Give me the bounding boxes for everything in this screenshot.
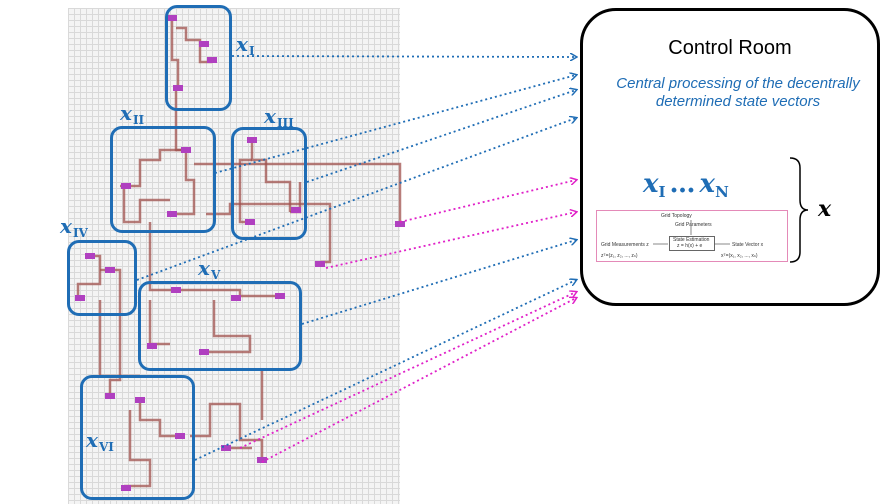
state-vector-range: xI…xN (643, 169, 729, 201)
arrow-region-3 (306, 90, 576, 183)
arrow-node-3 (239, 292, 576, 449)
grid-parameters-label: Grid Parameters (675, 222, 712, 228)
region-4-label: xIV (60, 214, 88, 240)
feeder-line (250, 140, 292, 212)
state-vector-label: State Vector x (732, 242, 764, 248)
bus-node (85, 253, 95, 259)
bus-nodes (75, 15, 405, 491)
feeder-line (148, 222, 176, 292)
total-state-vector: x (818, 196, 832, 222)
region-6-box (80, 375, 195, 500)
bus-node (221, 445, 231, 451)
bus-node (121, 183, 131, 189)
state-vector-formula: xᵀ=(x₁, x₂, ..., xₙ) (721, 253, 758, 259)
feeder-line (108, 290, 122, 398)
region-3-box (231, 127, 307, 240)
region-4-box (67, 240, 137, 316)
feeder-line (194, 162, 402, 224)
bus-node (135, 397, 145, 403)
bus-node (121, 485, 131, 491)
feeder-line (138, 400, 180, 438)
bus-node (175, 433, 185, 439)
bus-node (275, 293, 285, 299)
bus-node (171, 287, 181, 293)
feeder-line (122, 186, 170, 224)
bus-node (173, 85, 183, 91)
arrow-region-2 (214, 75, 576, 174)
grid-map-background (68, 8, 400, 504)
estimation-flow-arrows (653, 220, 730, 245)
region-5-box (138, 281, 302, 371)
feeder-line (176, 150, 196, 216)
region-1-label: xI (236, 32, 255, 58)
bus-node (105, 267, 115, 273)
bus-node (147, 343, 157, 349)
bus-node (395, 221, 405, 227)
bus-node (105, 393, 115, 399)
state-estimation-diagram: Grid Topology Grid Parameters Grid Measu… (596, 210, 788, 262)
estimation-equation: z = h(x) + e (677, 243, 703, 249)
arrow-region-1 (231, 56, 576, 57)
bus-node (245, 219, 255, 225)
feeder-line (76, 254, 102, 300)
state-estimation-label: State Estimation (673, 237, 710, 243)
bus-node (199, 41, 209, 47)
bus-node (291, 207, 301, 213)
bus-node (231, 295, 241, 301)
region-1-box (165, 5, 232, 111)
region-6-label: xVI (86, 428, 114, 454)
bus-node (167, 211, 177, 217)
right-brace (789, 157, 809, 263)
region-5-label: xV (198, 256, 221, 282)
bus-node (257, 457, 267, 463)
control-room-description: Central processing of the decentrally de… (616, 75, 860, 110)
bus-node (247, 137, 257, 143)
bus-node (315, 261, 325, 267)
measurement-vector-formula: zᵀ=(z₁, z₂, ..., zₙ) (601, 253, 638, 259)
bus-node (75, 295, 85, 301)
region-2-label: xII (120, 101, 145, 127)
feeder-line (206, 202, 332, 264)
state-estimation-block (669, 236, 715, 251)
bus-node (199, 349, 209, 355)
grid-topology-label: Grid Topology (661, 213, 692, 219)
grid-measurements-label: Grid Measurements z (601, 242, 649, 248)
feeder-line (124, 410, 152, 488)
region-3-label: xIII (264, 104, 294, 130)
feeder-line (120, 148, 186, 188)
arrow-node-4 (261, 298, 576, 463)
bus-node (167, 15, 177, 21)
arrow-region-6 (194, 280, 576, 461)
control-room-title: Control Room (668, 37, 792, 59)
region-2-box (110, 126, 216, 233)
bus-node (207, 57, 217, 63)
feeder-line (176, 288, 280, 298)
feeder-line (190, 402, 264, 460)
feeder-line (176, 26, 212, 64)
feeder-line (170, 20, 180, 90)
arrow-node-1 (399, 180, 576, 223)
bus-node (181, 147, 191, 153)
feeder-line (206, 300, 252, 354)
